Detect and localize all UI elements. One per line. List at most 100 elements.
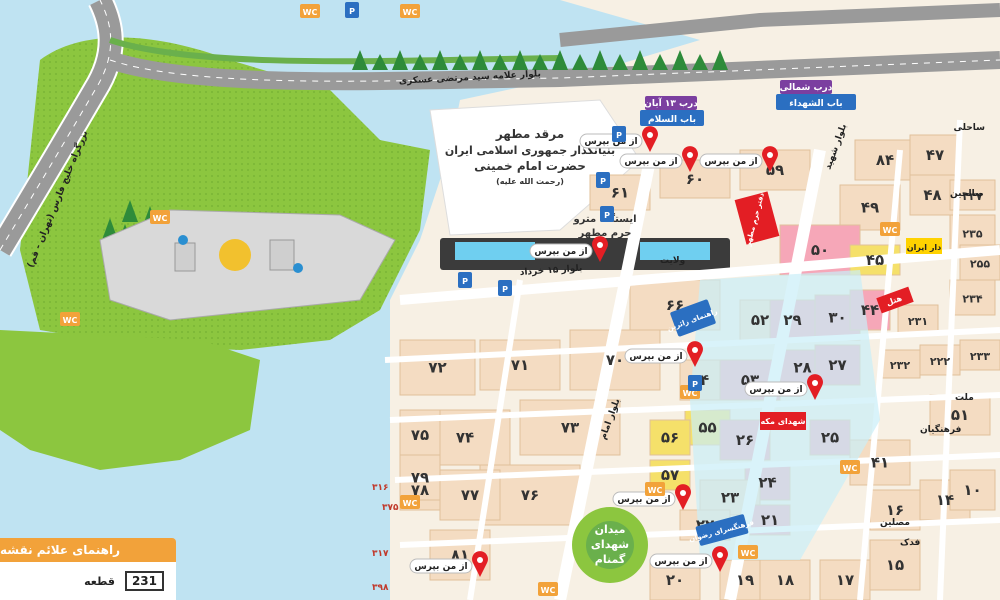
city-block-b71 xyxy=(479,339,561,391)
block-number-b232: ۲۳۲ xyxy=(890,359,910,372)
block-number-b16: ۱۶ xyxy=(886,501,904,519)
svg-text:WC: WC xyxy=(303,8,318,17)
tree xyxy=(532,54,548,70)
ask-me-pin[interactable]: از من بپرس xyxy=(699,146,778,172)
svg-text:WC: WC xyxy=(403,8,418,17)
svg-text:حضرت امام خمینی: حضرت امام خمینی xyxy=(474,159,586,174)
tree xyxy=(412,54,428,70)
wc-icon[interactable]: WC xyxy=(840,460,860,474)
wc-icon[interactable]: WC xyxy=(300,4,320,18)
road-marker: ۳۹۸ xyxy=(372,583,389,593)
wc-icon[interactable]: WC xyxy=(150,210,170,224)
block-number-b74: ۷۴ xyxy=(456,429,474,447)
svg-text:از من بپرس: از من بپرس xyxy=(704,157,757,167)
sign-shohada-makkah[interactable]: شهدای مکه xyxy=(760,412,806,430)
block-number-b71: ۷۱ xyxy=(511,356,529,374)
svg-text:WC: WC xyxy=(648,486,663,495)
gate-shohada[interactable]: درب شمالی باب الشهداء xyxy=(776,80,856,110)
wc-icon[interactable]: WC xyxy=(60,312,80,326)
block-number-b52: ۵۲ xyxy=(751,311,769,329)
svg-text:حرم مطهر: حرم مطهر xyxy=(578,228,632,239)
svg-text:از من بپرس: از من بپرس xyxy=(624,157,677,167)
parking-icon[interactable]: P xyxy=(596,172,610,188)
map-pin-icon xyxy=(762,146,778,172)
city-block-b233 xyxy=(959,339,1000,371)
city-block-b48 xyxy=(909,174,956,216)
block-number-b29: ۲۹ xyxy=(783,311,801,329)
block-number-b25: ۲۵ xyxy=(821,429,839,447)
parking-icon[interactable]: P xyxy=(345,2,359,18)
block-number-b14: ۱۴ xyxy=(936,491,954,509)
city-block-b18 xyxy=(759,559,811,600)
block-number-b56: ۵۶ xyxy=(661,429,679,447)
city-block-b234 xyxy=(949,279,996,316)
map-pin-icon xyxy=(806,374,823,400)
tree xyxy=(432,50,448,70)
svg-text:شهدای: شهدای xyxy=(591,538,629,551)
svg-text:از من بپرس: از من بپرس xyxy=(414,562,467,572)
block-number-b41: ۴۱ xyxy=(871,454,889,472)
block-number-b51: ۵۱ xyxy=(951,406,969,424)
svg-text:WC: WC xyxy=(153,214,168,223)
legend-sample-number: 231 xyxy=(124,571,164,591)
north-highway-upper xyxy=(559,3,1000,47)
ask-me-pin[interactable]: از من بپرس xyxy=(619,146,698,172)
parking-icon[interactable]: P xyxy=(458,272,472,288)
tree xyxy=(392,50,408,70)
ask-me-pin[interactable]: از من بپرس xyxy=(624,341,704,367)
wc-icon[interactable]: WC xyxy=(645,482,665,496)
city-block-b84 xyxy=(854,139,916,181)
ask-me-pin[interactable]: از من بپرس xyxy=(649,546,729,572)
sign-dar-iran[interactable]: دار ایران xyxy=(906,238,942,254)
block-number-b76: ۷۶ xyxy=(521,486,539,504)
ask-me-pin[interactable]: از من بپرس xyxy=(612,484,691,510)
parking-icon[interactable]: P xyxy=(612,126,626,142)
block-number-b50: ۵۰ xyxy=(811,241,829,259)
wc-icon[interactable]: WC xyxy=(400,495,420,509)
ask-me-pin[interactable]: از من بپرس xyxy=(529,236,608,262)
parking-icon[interactable]: P xyxy=(688,375,702,391)
sign-rezvan[interactable]: راهنمای زائرین xyxy=(666,299,718,337)
svg-text:گمنام: گمنام xyxy=(595,553,626,566)
block-number-b84: ۸۴ xyxy=(876,151,894,169)
svg-text:P: P xyxy=(604,211,610,220)
sign-haram-office[interactable]: دفتر حرم مطهر xyxy=(734,191,780,248)
svg-text:P: P xyxy=(462,277,468,286)
map-pin-icon xyxy=(471,551,488,577)
wc-icon[interactable]: WC xyxy=(880,222,900,236)
svg-text:P: P xyxy=(502,285,508,294)
street-fadak: فدک xyxy=(900,538,920,548)
tree xyxy=(672,50,688,70)
north-boulevard xyxy=(107,51,1000,91)
block-number-b21: ۲۱ xyxy=(761,511,779,529)
block-number-b28: ۲۸ xyxy=(793,359,811,377)
sign-hotel[interactable]: هتل xyxy=(876,286,914,314)
block-number-b23: ۲۳ xyxy=(721,489,739,507)
wc-icon[interactable]: WC xyxy=(400,4,420,18)
road-marker: ۳۱۶ xyxy=(372,483,388,493)
map-legend: راهنمای علائم نقشه قطعه 231 xyxy=(0,538,176,600)
parking-icon[interactable]: P xyxy=(498,280,512,296)
wc-icon[interactable]: WC xyxy=(538,582,558,596)
block-number-b55: ۵۵ xyxy=(698,419,716,437)
ask-me-pin[interactable]: از من بپرس xyxy=(579,126,658,152)
ask-me-pin[interactable]: از من بپرس xyxy=(744,374,823,400)
city-block-b231 xyxy=(897,304,939,336)
svg-text:باب السلام: باب السلام xyxy=(648,115,696,125)
legend-row: قطعه 231 xyxy=(0,562,176,600)
block-number-b233: ۲۳۳ xyxy=(970,350,990,363)
block-number-b44: ۴۴ xyxy=(861,301,879,319)
svg-text:P: P xyxy=(616,131,622,140)
mausoleum-label: مرقد مطهر بنیانگذار جمهوری اسلامی ایران … xyxy=(445,127,615,186)
svg-text:WC: WC xyxy=(63,316,78,325)
wc-icon[interactable]: WC xyxy=(738,545,758,559)
svg-text:WC: WC xyxy=(683,389,698,398)
city-block-b51 xyxy=(929,394,991,436)
gate-salam[interactable]: درب ۱۳ آبان باب السلام xyxy=(640,96,704,126)
road-marker: ۳۷۵ xyxy=(382,503,399,513)
ask-me-pin[interactable]: از من بپرس xyxy=(409,551,488,577)
street-farhangian: فرهنگیان xyxy=(920,423,961,435)
parking-icon[interactable]: P xyxy=(600,206,614,222)
street-blvd-15: بلوار ۱۵ خرداد xyxy=(520,264,583,278)
